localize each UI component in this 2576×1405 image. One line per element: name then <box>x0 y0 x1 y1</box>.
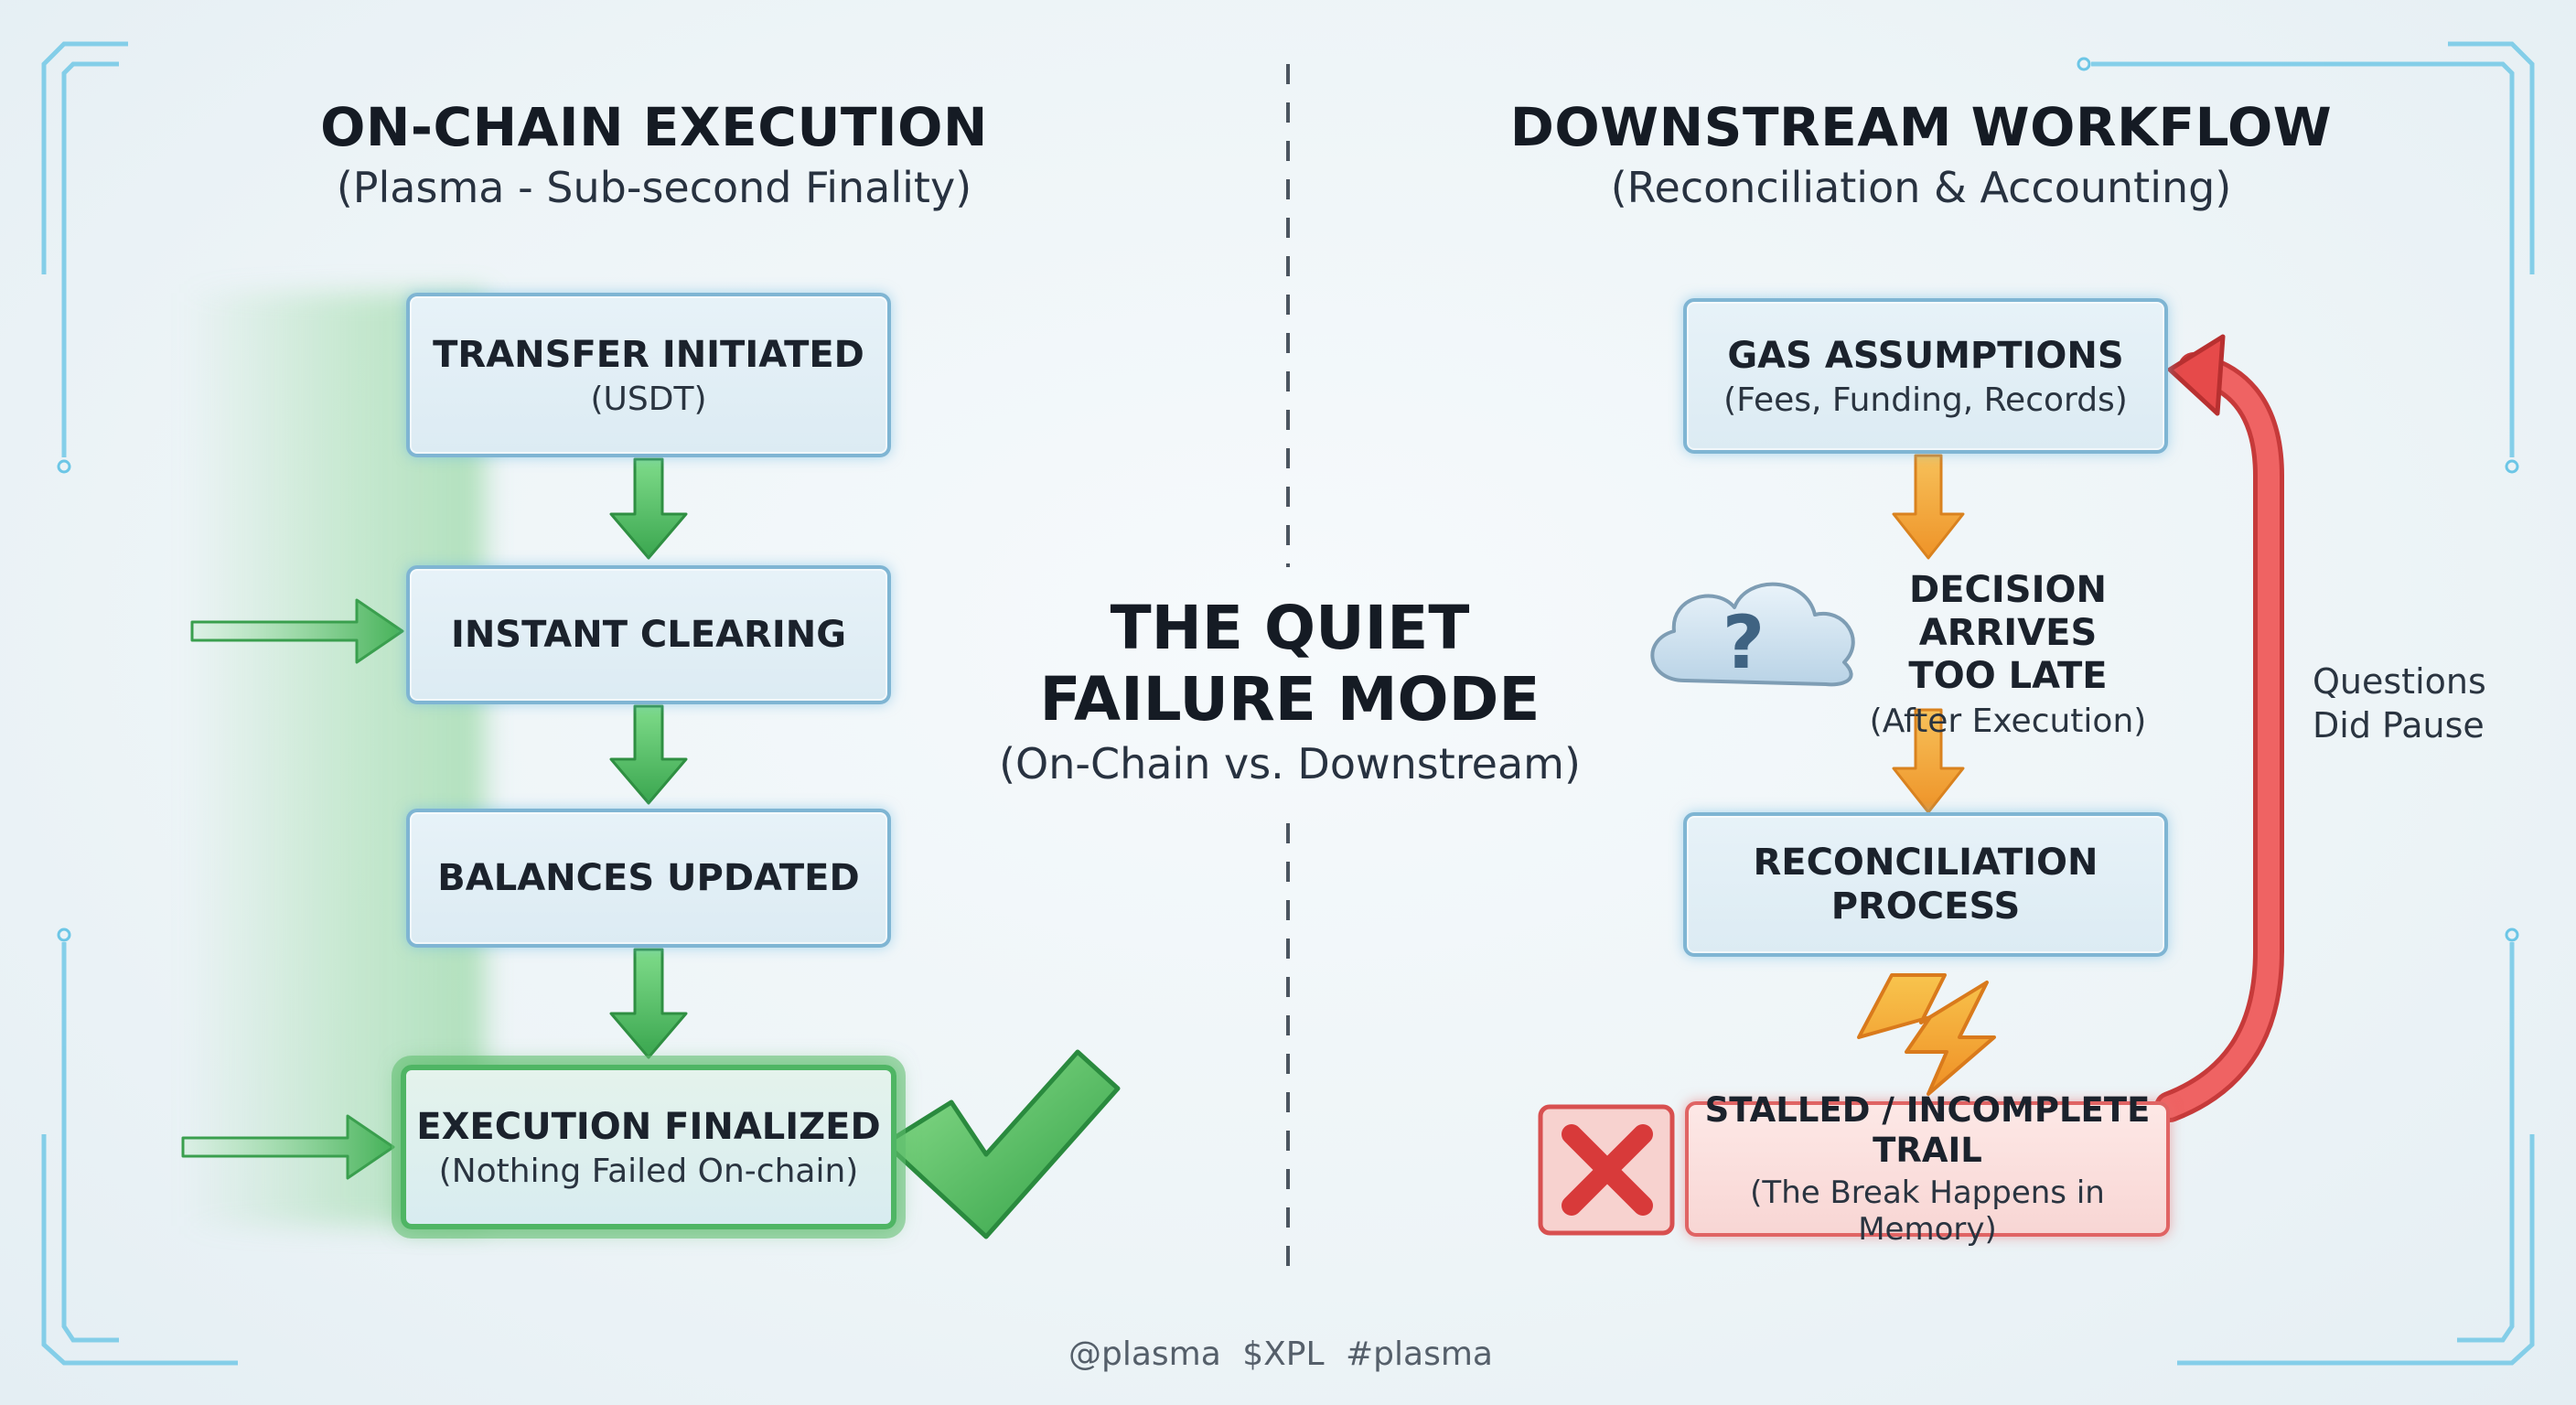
footer-tags: @plasma $XPL #plasma <box>1068 1335 1493 1373</box>
checkmark-icon <box>883 1049 1121 1239</box>
decision-late-text: DECISION ARRIVES TOO LATE (After Executi… <box>1820 569 2195 740</box>
step-title: EXECUTION FINALIZED <box>416 1105 881 1148</box>
feedback-label: Questions Did Pause <box>2313 661 2486 745</box>
reconciliation-line1: RECONCILIATION <box>1753 842 2098 884</box>
stalled-title: STALLED / INCOMPLETE TRAIL <box>1704 1089 2151 1170</box>
step-title: TRANSFER INITIATED <box>433 333 864 376</box>
decision-sub: (After Execution) <box>1869 702 2147 740</box>
stalled-trail-box: STALLED / INCOMPLETE TRAIL (The Break Ha… <box>1685 1090 2170 1248</box>
svg-text:?: ? <box>1723 600 1765 685</box>
reconciliation-process-box: RECONCILIATION PROCESS <box>1683 812 2168 957</box>
step-instant-clearing: INSTANT CLEARING <box>406 565 891 704</box>
question-cloud-icon: ? <box>1650 582 1855 687</box>
left-panel-title: ON-CHAIN EXECUTION <box>320 96 988 158</box>
step-sub: (Nothing Failed On-chain) <box>438 1152 859 1190</box>
step-balances-updated: BALANCES UPDATED <box>406 809 891 948</box>
center-title-line2: FAILURE MODE <box>1039 663 1540 735</box>
decision-line2: TOO LATE <box>1908 655 2108 698</box>
step-transfer-initiated: TRANSFER INITIATED (USDT) <box>406 293 891 457</box>
reconciliation-line2: PROCESS <box>1830 885 2021 928</box>
lightning-bolt-icon <box>1857 973 1996 1096</box>
stalled-sub: (The Break Happens in Memory) <box>1750 1174 2105 1249</box>
center-subtitle: (On-Chain vs. Downstream) <box>999 739 1581 788</box>
gas-assumptions-box: GAS ASSUMPTIONS (Fees, Funding, Records) <box>1683 298 2168 454</box>
error-x-icon <box>1538 1104 1675 1236</box>
corner-frame <box>41 41 2535 1366</box>
step-title: INSTANT CLEARING <box>450 614 847 656</box>
step-title: BALANCES UPDATED <box>437 857 860 899</box>
right-panel-title: DOWNSTREAM WORKFLOW <box>1509 96 2333 158</box>
center-title-line1: THE QUIET <box>1110 593 1470 663</box>
down-arrows-green <box>609 457 688 1059</box>
right-panel-subtitle: (Reconciliation & Accounting) <box>1610 163 2232 212</box>
incoming-arrows <box>181 598 404 1180</box>
left-panel-subtitle: (Plasma - Sub-second Finality) <box>336 163 972 212</box>
feedback-arrow <box>2154 334 2284 1122</box>
gas-title: GAS ASSUMPTIONS <box>1727 334 2124 377</box>
center-title: THE QUIET FAILURE MODE <box>1015 593 1564 735</box>
decision-line1: DECISION ARRIVES <box>1909 569 2107 655</box>
step-sub: (USDT) <box>590 380 707 418</box>
step-execution-finalized: EXECUTION FINALIZED (Nothing Failed On-c… <box>401 1065 896 1229</box>
down-arrows-orange <box>1892 454 1965 814</box>
gas-sub: (Fees, Funding, Records) <box>1723 381 2128 419</box>
